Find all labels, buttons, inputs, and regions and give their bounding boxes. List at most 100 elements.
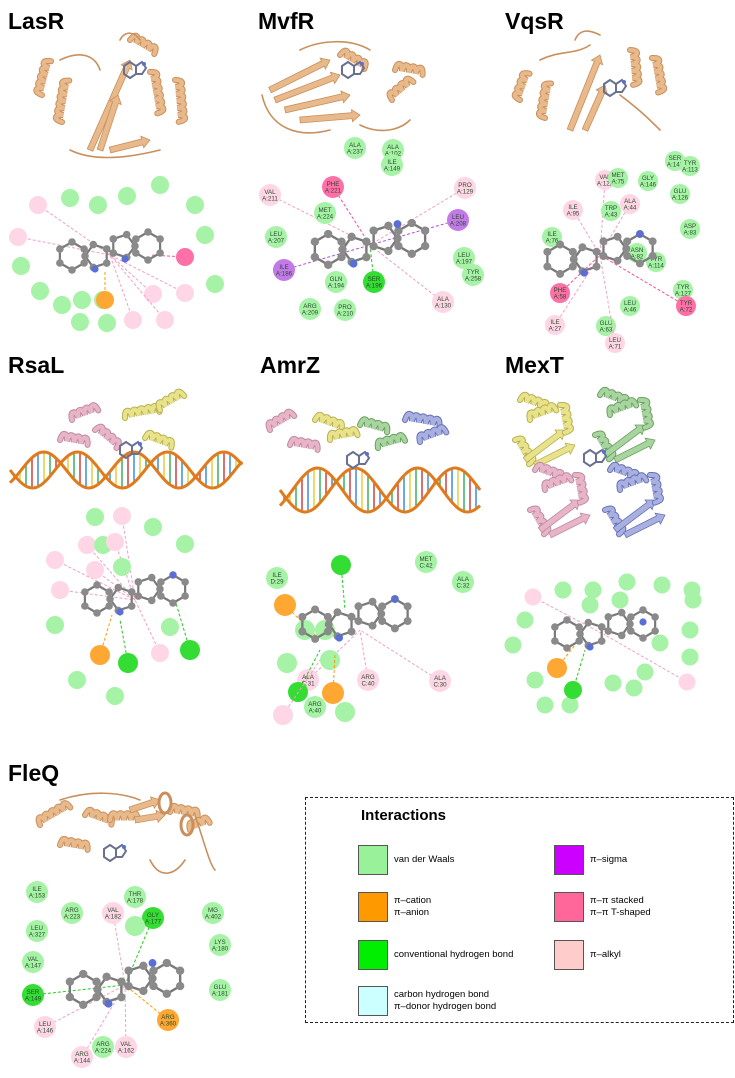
ligand-atom (568, 247, 577, 256)
ligand-atom (651, 627, 659, 635)
residue-disc (161, 618, 179, 636)
helix (402, 410, 443, 430)
legend-swatch-hbond (358, 940, 388, 970)
ligand-atom (384, 246, 393, 256)
ligand-atom (613, 256, 622, 265)
residue-disc (680, 219, 700, 239)
residue-disc (113, 507, 131, 525)
beta-strand (86, 59, 133, 152)
ligand-atom (131, 242, 139, 250)
ligand-atom (584, 618, 593, 627)
residue-disc (90, 645, 110, 665)
ligand-atom (651, 613, 659, 621)
residue-disc (273, 259, 295, 281)
vqsr-structure (511, 30, 668, 132)
residue-disc (151, 644, 169, 662)
ligand-atom (323, 612, 332, 621)
residue-disc (678, 673, 696, 691)
ligand-atom (79, 969, 88, 979)
helix (649, 54, 668, 96)
ligand-atom (93, 581, 101, 589)
ligand-atom (156, 585, 164, 593)
interaction-line (284, 604, 321, 641)
ligand-atom (575, 623, 583, 631)
beta-strand (566, 54, 604, 132)
legend-label-vdw: van der Waals (394, 854, 455, 865)
legend-item-pipi: π–π stacked π–π T-shaped (554, 892, 651, 922)
residue-disc (51, 581, 69, 599)
bound-ligand (341, 60, 366, 80)
bound-ligand (103, 843, 128, 863)
ligand-atom (298, 612, 307, 621)
residue-disc (186, 196, 204, 214)
residue-disc (274, 594, 296, 616)
residue-disc (344, 137, 366, 159)
residue-disc (144, 285, 162, 303)
bound-ligand (346, 450, 371, 470)
amrz-dna (278, 466, 482, 514)
ligand-atom (156, 249, 164, 257)
ligand-atom (65, 977, 75, 986)
ligand-atom (132, 249, 140, 257)
legend-swatch-pipi (554, 892, 584, 922)
helix (172, 77, 189, 125)
ligand-atom (109, 249, 118, 257)
ligand-atom (149, 981, 158, 991)
residue-disc (196, 226, 214, 244)
nitrogen-atom (121, 255, 129, 263)
residue-disc (620, 194, 640, 214)
ligand-atom (563, 644, 571, 652)
ligand-atom (639, 634, 647, 642)
ligand-atom (156, 235, 164, 243)
residue-disc (325, 271, 347, 293)
interaction-line (359, 629, 369, 681)
ligand-atom (102, 245, 111, 253)
helix (607, 461, 640, 483)
helix (647, 471, 664, 506)
residue-disc (381, 154, 403, 176)
legend-swatch-vdw (358, 845, 388, 875)
residue-disc (611, 591, 629, 609)
ligand-atom (639, 606, 647, 614)
helix (147, 68, 167, 117)
ligand-atom (617, 631, 626, 640)
legend-label-sigma: π–sigma (590, 854, 628, 865)
residue-disc (581, 596, 599, 614)
beta-strand (283, 90, 351, 114)
residue-disc (620, 296, 640, 316)
residue-disc (209, 979, 231, 1001)
ligand-atom (324, 229, 333, 239)
helix (52, 77, 73, 125)
ligand-atom (390, 624, 399, 633)
residue-disc (73, 291, 91, 309)
ligand-atom (162, 958, 171, 968)
ligand-atom (105, 602, 113, 610)
residue-disc (524, 588, 542, 606)
legend-item-vdw: van der Waals (358, 845, 454, 875)
residue-disc (584, 581, 602, 599)
ligand-atom (420, 226, 430, 235)
ligand-atom (648, 252, 657, 261)
ligand-atom (56, 259, 64, 267)
residue-disc (653, 576, 671, 594)
ligand-atom (181, 578, 189, 586)
ligand-atom (368, 597, 377, 606)
bound-ligand (603, 78, 628, 98)
interaction-line (174, 599, 191, 651)
residue-disc (334, 299, 356, 321)
residue-disc (504, 636, 522, 654)
